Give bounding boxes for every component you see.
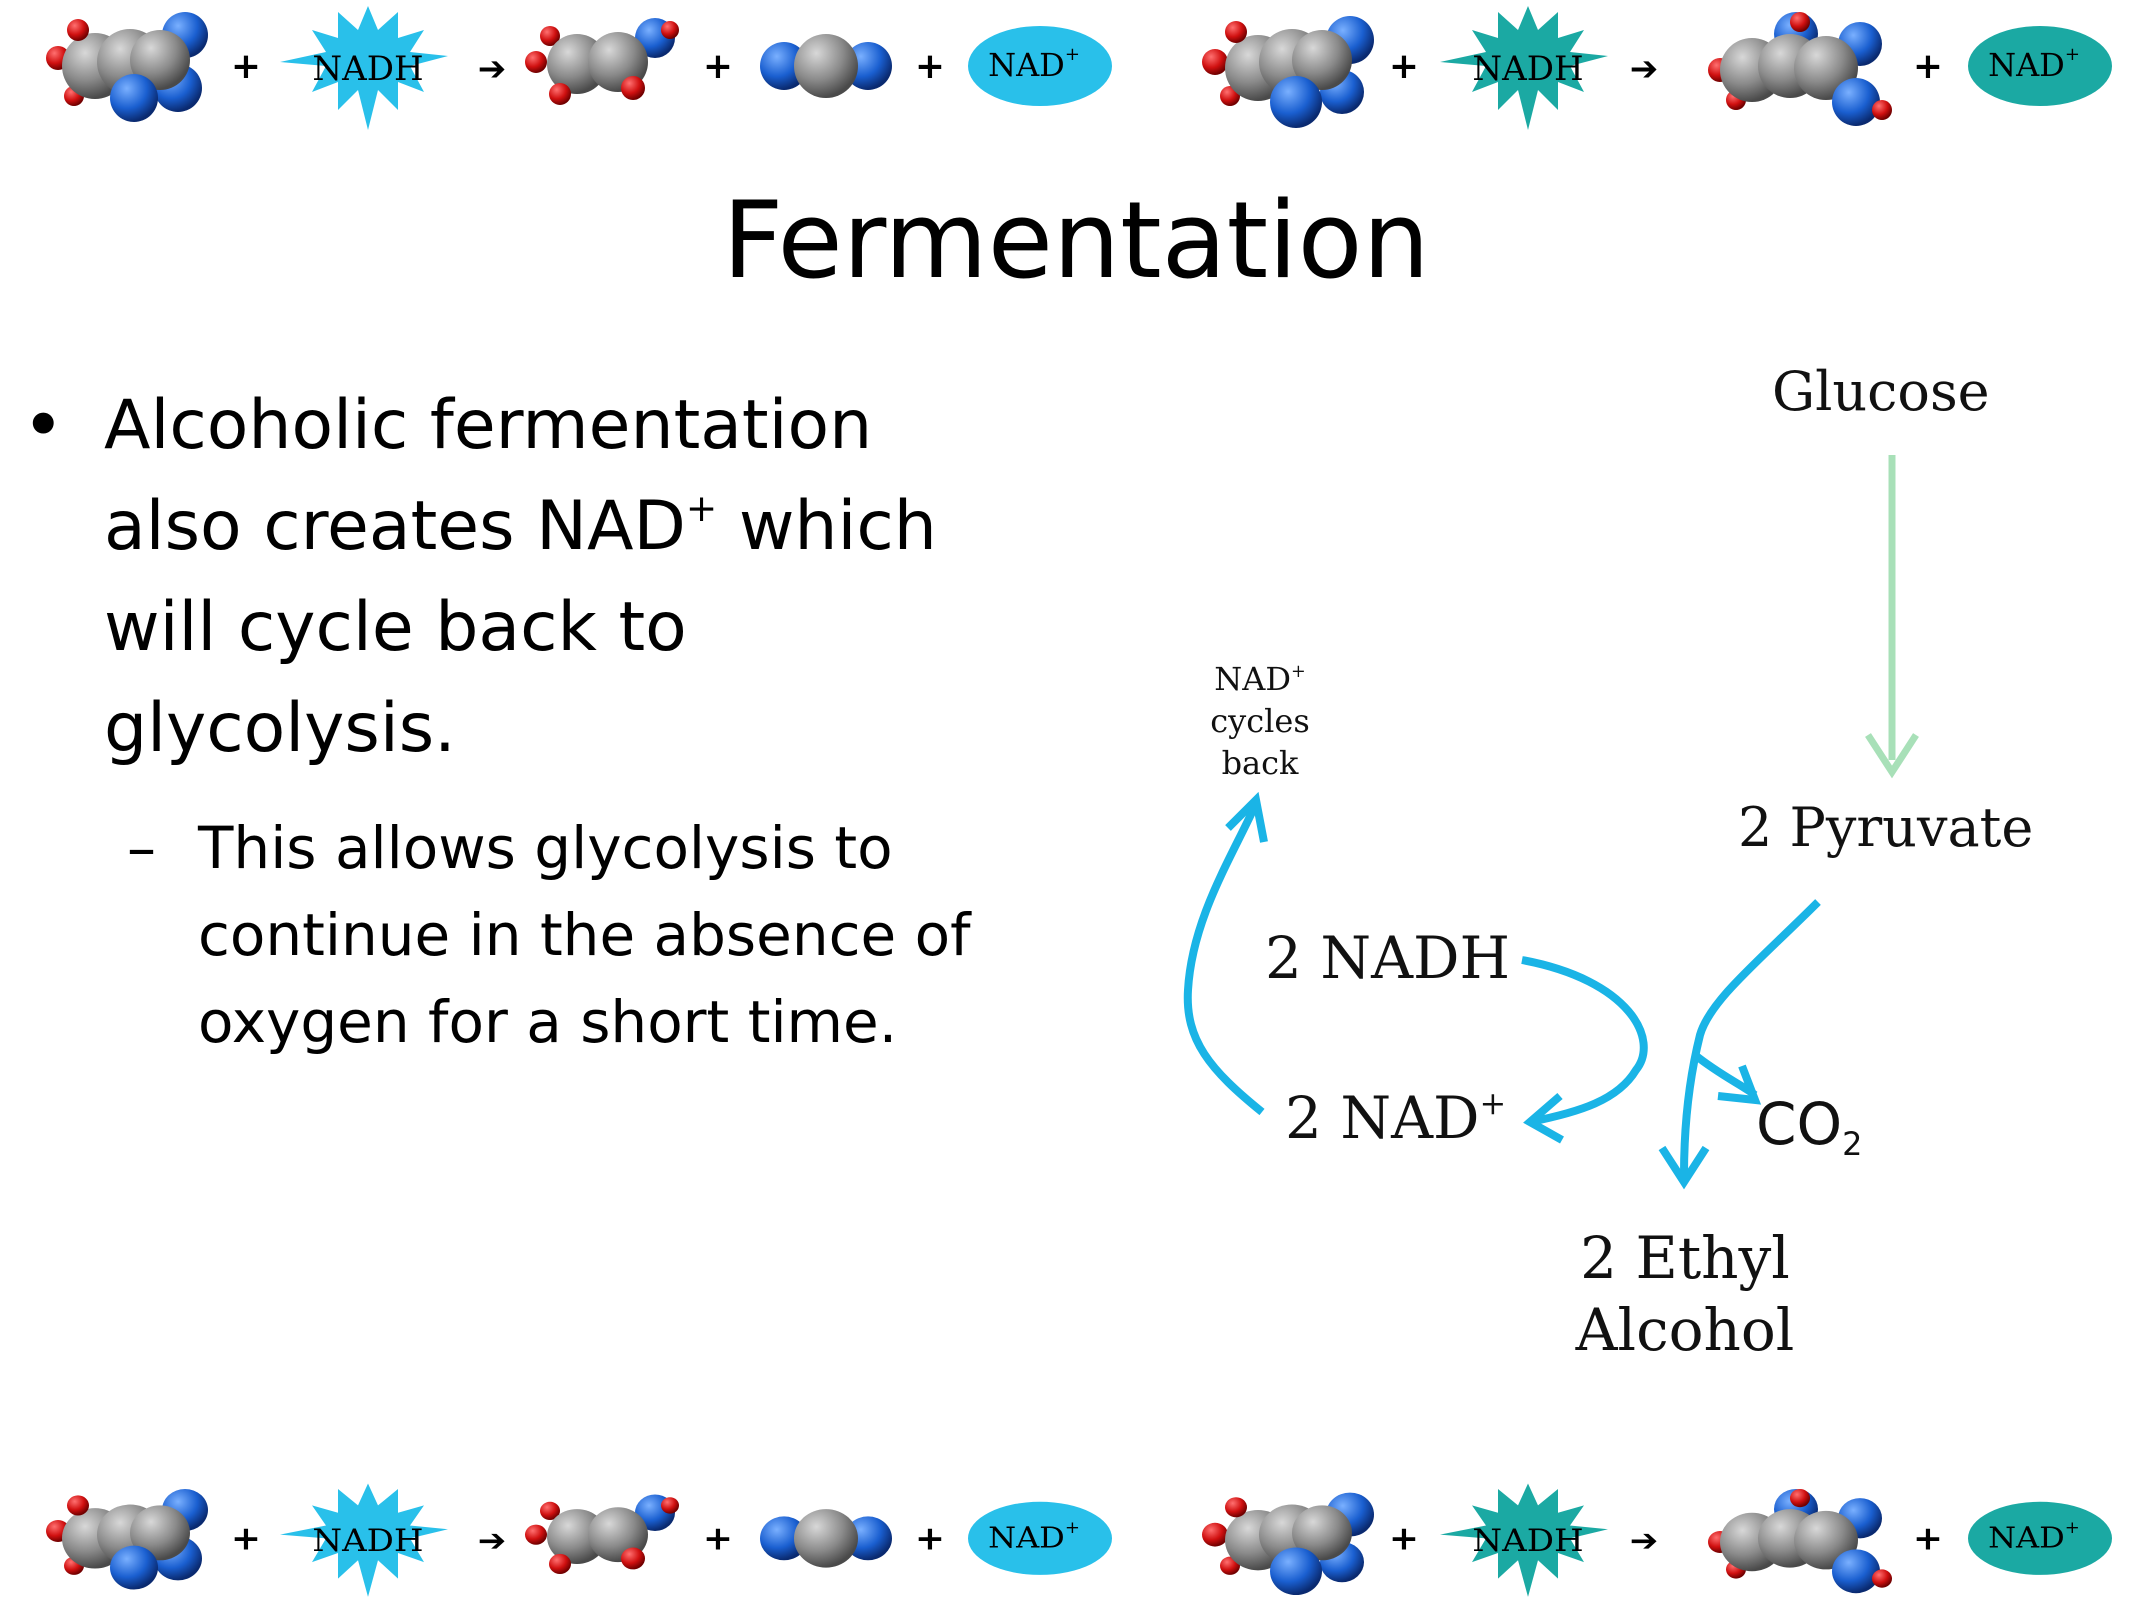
nadh-burst-icon: NADH bbox=[1440, 6, 1608, 130]
molecule-medium-icon bbox=[525, 1494, 679, 1574]
pyruvate-label: 2 Pyruvate bbox=[1738, 796, 2034, 859]
top-molecule-banner: + NADH ➔ + + NAD+ bbox=[0, 0, 2152, 140]
nad-cycles-back-arrow bbox=[1183, 791, 1268, 1116]
sub-bullet-text: This allows glycolysis to continue in th… bbox=[198, 814, 971, 1056]
plus-sign: + bbox=[703, 46, 733, 87]
co2-label: CO2 bbox=[1756, 1090, 1862, 1160]
plus-sign: + bbox=[703, 1520, 733, 1558]
pyruvate-to-alcohol-arrow bbox=[1658, 899, 1821, 1190]
main-bullet-text: Alcoholic fermentation also creates NAD+… bbox=[104, 375, 1024, 779]
bottom-molecule-banner: + NADH ➔ + + NAD+ bbox=[0, 1478, 2152, 1606]
ethyl-alcohol-line1: 2 Ethyl bbox=[1580, 1224, 1790, 1292]
plus-sign: + bbox=[1913, 46, 1943, 87]
sub-bullet-marker: – bbox=[127, 814, 156, 882]
nadh-to-nad-arrow bbox=[1521, 956, 1648, 1144]
nad-label: NAD+ bbox=[988, 1519, 1080, 1556]
arrow-sign: ➔ bbox=[1630, 1523, 1658, 1559]
arrow-sign: ➔ bbox=[478, 1523, 506, 1559]
main-bullet-part1: Alcoholic fermentation also creates NAD bbox=[104, 386, 873, 566]
nadh-label: NADH bbox=[312, 49, 423, 89]
nadh-burst-icon: NADH bbox=[1440, 1483, 1608, 1597]
co2-branch-arrow bbox=[1692, 1051, 1762, 1105]
cycles-line3: back bbox=[1221, 744, 1299, 782]
nad-oval-icon: NAD+ bbox=[1968, 26, 2112, 106]
ethyl-alcohol-label: 2 Ethyl Alcohol bbox=[1560, 1222, 1810, 1366]
plus-sign: + bbox=[915, 46, 945, 87]
nadh-burst-icon: NADH bbox=[280, 1483, 448, 1597]
plus-sign: + bbox=[231, 46, 261, 87]
main-bullet-part2: which will cycle back to glycolysis. bbox=[104, 487, 937, 768]
molecule-large-icon bbox=[46, 12, 208, 122]
plus-sign: + bbox=[1389, 46, 1419, 87]
bullet-marker: • bbox=[22, 383, 65, 467]
nad-oval-icon: NAD+ bbox=[968, 1501, 1112, 1575]
nad-label: NAD+ bbox=[988, 44, 1080, 84]
nadh-label: NADH bbox=[1472, 49, 1583, 89]
molecule-large-icon bbox=[1202, 16, 1374, 128]
glucose-to-pyruvate-arrow bbox=[1865, 455, 1919, 779]
nad-oval-icon: NAD+ bbox=[1968, 1501, 2112, 1575]
molecule-large-icon bbox=[1202, 1492, 1374, 1596]
nad-cycles-back-label: NAD+ cycles back bbox=[1196, 658, 1324, 784]
nadh-burst-icon: NADH bbox=[280, 6, 448, 130]
co2-text: CO bbox=[1756, 1090, 1843, 1158]
main-bullet-superscript: + bbox=[685, 485, 718, 530]
plus-sign: + bbox=[231, 1520, 261, 1558]
ethyl-alcohol-line2: Alcohol bbox=[1575, 1296, 1795, 1364]
nad-plus-label: 2 NAD+ bbox=[1285, 1084, 1506, 1152]
plus-sign: + bbox=[1913, 1520, 1943, 1558]
nad-oval-icon: NAD+ bbox=[968, 26, 1112, 106]
cycles-nad-superscript: + bbox=[1291, 661, 1306, 682]
arrow-sign: ➔ bbox=[1630, 49, 1659, 89]
cycles-line2: cycles bbox=[1210, 702, 1310, 740]
slide-title: Fermentation bbox=[722, 179, 1430, 302]
nadh-label: NADH bbox=[312, 1523, 423, 1559]
molecule-large-icon bbox=[46, 1488, 208, 1590]
molecule-ethanol-icon bbox=[1708, 12, 1892, 126]
cycles-nad-text: NAD bbox=[1214, 660, 1291, 698]
nad-label: NAD+ bbox=[1988, 44, 2080, 84]
top-banner-graphic: + NADH ➔ + + NAD+ bbox=[46, 6, 2112, 130]
nad-plus-superscript: + bbox=[1479, 1084, 1507, 1123]
molecule-ethanol-icon bbox=[1708, 1488, 1892, 1594]
molecule-medium-icon bbox=[525, 18, 679, 105]
nadh-label: NADH bbox=[1472, 1523, 1583, 1559]
glucose-label: Glucose bbox=[1772, 360, 1990, 423]
nad-plus-text: 2 NAD bbox=[1285, 1084, 1480, 1152]
arrow-sign: ➔ bbox=[478, 49, 507, 89]
co2-subscript: 2 bbox=[1842, 1125, 1863, 1164]
nad-label: NAD+ bbox=[1988, 1519, 2080, 1556]
nadh-label: 2 NADH bbox=[1265, 924, 1511, 992]
co2-molecule-icon bbox=[760, 1509, 892, 1568]
cycles-line1: NAD+ bbox=[1196, 658, 1324, 700]
co2-molecule-icon bbox=[760, 34, 892, 98]
plus-sign: + bbox=[1389, 1520, 1419, 1558]
plus-sign: + bbox=[915, 1520, 945, 1558]
bottom-banner-graphic: + NADH ➔ + + NAD+ bbox=[46, 1483, 2112, 1597]
